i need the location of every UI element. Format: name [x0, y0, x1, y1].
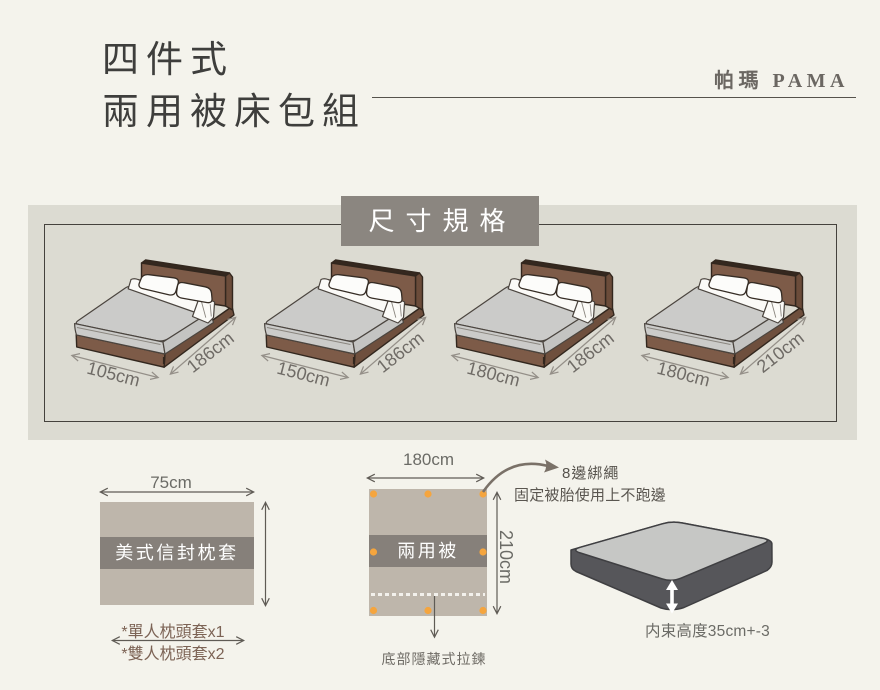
bed-width-label: 150cm — [275, 358, 332, 390]
tie-dots-group — [369, 490, 487, 615]
ties-description: 固定被胎使用上不跑邊 — [514, 487, 667, 504]
quilt-height-label: 210cm — [496, 530, 516, 585]
pillowcase-diagram: 美式信封枕套 — [100, 502, 254, 605]
quilt-zipper-arrow — [430, 596, 439, 639]
quilt-tie-dots — [369, 490, 487, 615]
pillow-width-label: 75cm — [150, 473, 192, 492]
bed-width-label: 180cm — [465, 358, 522, 390]
mattress-height-note: 内束高度35cm+-3 — [645, 623, 770, 640]
pillow-note-arrow — [110, 636, 246, 645]
page-title-line1: 四件式 — [102, 40, 234, 81]
page-title-line2: 兩用被床包組 — [102, 92, 366, 133]
quilt-name-band: 兩用被 — [369, 535, 487, 567]
quilt-height-arrow — [492, 490, 502, 616]
ties-callout-arrow — [481, 459, 559, 493]
quilt-zipper-note: 底部隱藏式拉鍊 — [381, 651, 487, 667]
bed-illustration-single: 105cm 186cm — [55, 250, 238, 390]
quilt-width-arrow — [365, 473, 486, 483]
mattress-height-arrow — [666, 580, 678, 614]
bed-illustration-double: 150cm 186cm — [245, 250, 428, 390]
pillow-height-arrow — [261, 500, 270, 608]
ties-title: 8邊綁繩 — [562, 465, 620, 482]
pillow-note-double: *雙人枕頭套x2 — [121, 646, 225, 663]
bed-width-label: 105cm — [85, 358, 142, 390]
bed-illustration-king: 180cm 210cm — [625, 250, 808, 390]
brand-divider-line — [372, 97, 856, 98]
quilt-width-label: 180cm — [402, 450, 455, 469]
bed-illustration-queen: 180cm 186cm — [435, 250, 618, 390]
size-spec-heading: 尺寸規格 — [341, 196, 539, 246]
quilt-diagram: 兩用被 — [369, 489, 487, 616]
pillow-width-arrow — [98, 487, 256, 497]
size-spec-panel: 尺寸規格 105cm 186cm 150cm 186cm 180cm 186cm… — [28, 196, 857, 440]
mattress-illustration — [570, 521, 773, 614]
bed-width-label: 180cm — [655, 358, 712, 390]
brand-name: 帕瑪 PAMA — [714, 70, 849, 92]
quilt-zipper-dashed-line — [371, 593, 485, 596]
page-title: 四件式 兩用被床包組 — [102, 35, 366, 139]
pillowcase-name-band: 美式信封枕套 — [100, 537, 254, 569]
